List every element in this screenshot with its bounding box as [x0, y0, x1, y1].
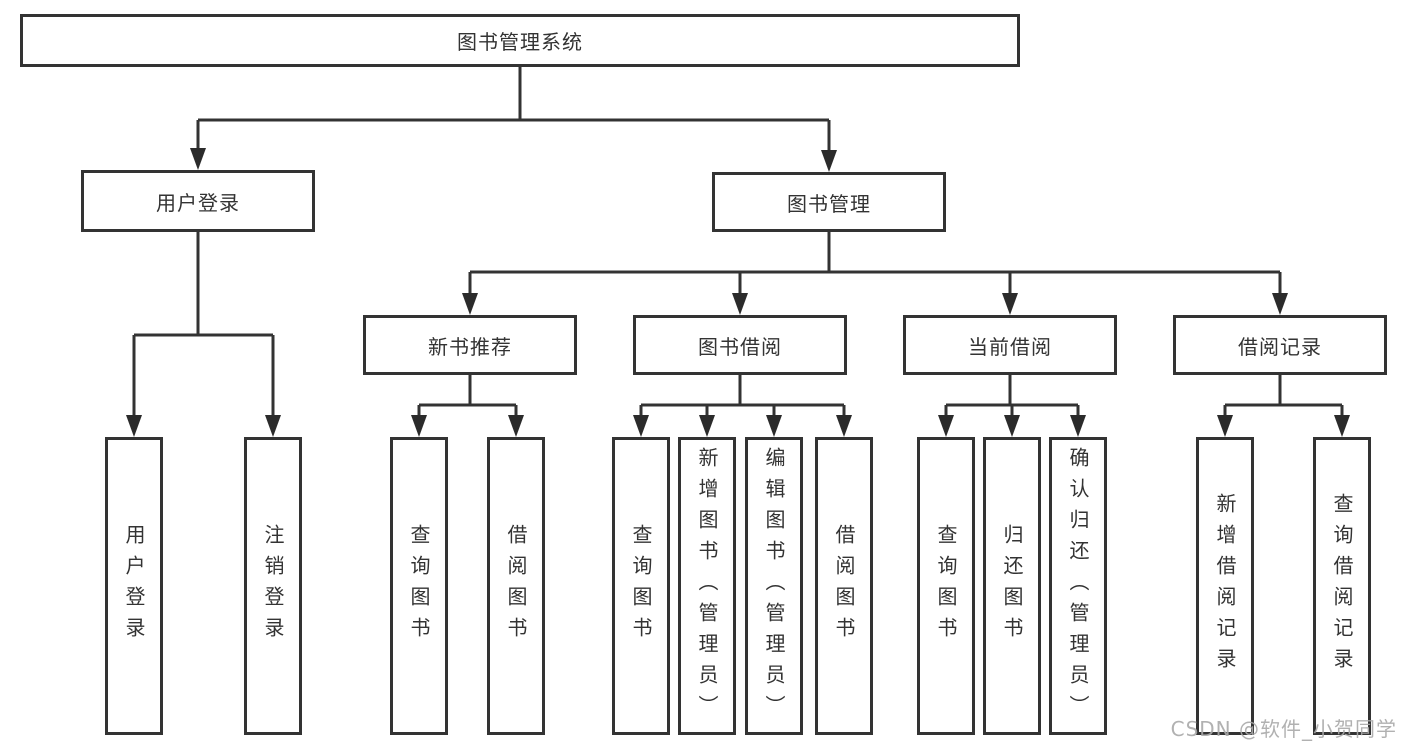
connector-userlogin-to-leaves	[132, 232, 275, 419]
arrowhead	[508, 415, 524, 437]
leaf-query-books-recommend: 查询图书	[390, 437, 448, 735]
arrowhead	[699, 415, 715, 437]
node-book-management-branch: 图书管理	[712, 172, 946, 232]
connector-section2-to-leaves	[639, 375, 846, 419]
arrowhead	[821, 150, 837, 172]
node-new-book-recommendation: 新书推荐	[363, 315, 577, 375]
leaf-borrow-books-borrowing: 借阅图书	[815, 437, 873, 735]
leaf-return-book: 归还图书	[983, 437, 1041, 735]
arrowhead	[1217, 415, 1233, 437]
arrowhead	[938, 415, 954, 437]
arrowhead	[1334, 415, 1350, 437]
connector-section4-to-leaves	[1223, 375, 1344, 419]
arrowhead	[265, 415, 281, 437]
arrowhead	[633, 415, 649, 437]
leaf-edit-book-admin: 编辑图书（管理员）	[745, 437, 803, 735]
arrowhead	[1272, 293, 1288, 315]
arrowhead	[126, 415, 142, 437]
leaf-query-borrow-record: 查询借阅记录	[1313, 437, 1371, 735]
arrowhead	[1004, 415, 1020, 437]
leaf-add-borrow-record: 新增借阅记录	[1196, 437, 1254, 735]
connector-section3-to-leaves	[944, 375, 1080, 419]
leaf-borrow-books-recommend: 借阅图书	[487, 437, 545, 735]
connector-section1-to-leaves	[417, 375, 518, 419]
leaf-user-login: 用户登录	[105, 437, 163, 735]
connector-root-to-level2	[196, 67, 831, 154]
leaf-logout: 注销登录	[244, 437, 302, 735]
arrowhead	[732, 293, 748, 315]
arrowhead	[766, 415, 782, 437]
arrowhead	[836, 415, 852, 437]
leaf-confirm-return-admin: 确认归还（管理员）	[1049, 437, 1107, 735]
arrowhead	[1002, 293, 1018, 315]
arrowhead	[411, 415, 427, 437]
connector-bookmgmt-to-level3	[468, 232, 1282, 297]
node-borrowing-records: 借阅记录	[1173, 315, 1387, 375]
leaf-add-book-admin: 新增图书（管理员）	[678, 437, 736, 735]
node-user-login-branch: 用户登录	[81, 170, 315, 232]
node-root-system: 图书管理系统	[20, 14, 1020, 67]
leaf-query-books-borrowing: 查询图书	[612, 437, 670, 735]
arrowhead	[190, 148, 206, 170]
csdn-watermark: CSDN @软件_小贺同学	[1170, 717, 1397, 741]
arrowhead	[1070, 415, 1086, 437]
node-book-borrowing: 图书借阅	[633, 315, 847, 375]
leaf-query-books-current: 查询图书	[917, 437, 975, 735]
arrowhead	[462, 293, 478, 315]
node-current-borrowing: 当前借阅	[903, 315, 1117, 375]
